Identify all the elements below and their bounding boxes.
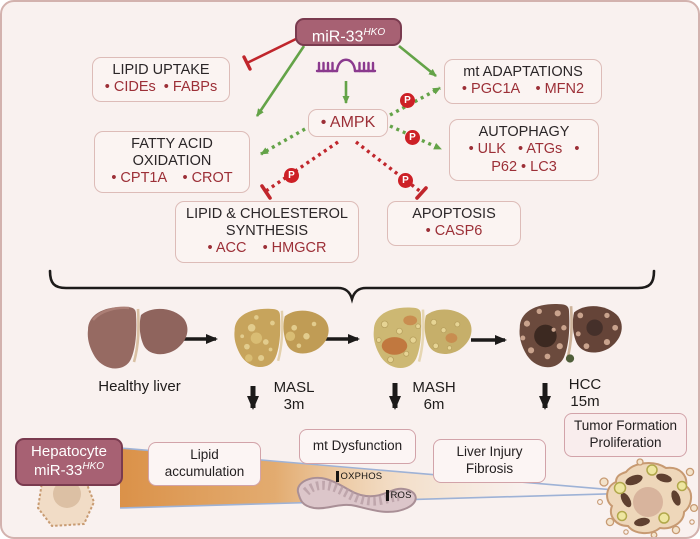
fao-title-line2: OXIDATION bbox=[132, 153, 212, 170]
apoptosis-genes: • CASP6 bbox=[425, 223, 483, 240]
stage-label-hcc: HCC 15m bbox=[556, 376, 614, 411]
stage-time: 3m bbox=[283, 395, 305, 413]
stage-label-mash: MASH 6m bbox=[406, 379, 462, 414]
masl-liver-icon bbox=[228, 303, 332, 379]
stage-name: MASL bbox=[273, 379, 315, 396]
autophagy-genes-line2: P62 • LC3 bbox=[491, 158, 557, 175]
stage-name: HCC bbox=[568, 376, 602, 393]
lipid-cholesterol-synthesis-box: LIPID & CHOLESTEROL SYNTHESIS • ACC • HM… bbox=[175, 201, 359, 263]
phospho-badge: P bbox=[400, 93, 415, 108]
stage-name: MASH bbox=[412, 379, 456, 396]
healthy-liver-icon bbox=[80, 302, 192, 380]
ampk-box: • AMPK bbox=[308, 109, 388, 137]
mt-adaptations-genes: • PGC1A • MFN2 bbox=[461, 81, 585, 98]
stage-time: 6m bbox=[423, 395, 445, 413]
stage-label-healthy: Healthy liver bbox=[82, 378, 197, 396]
phospho-badge: P bbox=[405, 130, 420, 145]
liver-injury-fibrosis-box: Liver Injury Fibrosis bbox=[433, 439, 546, 483]
tumor-formation-box: Tumor Formation Proliferation bbox=[564, 413, 687, 457]
lipid-uptake-genes: • CIDEs • FABPs bbox=[104, 79, 218, 96]
hcc-liver-icon bbox=[512, 299, 626, 379]
fao-genes: • CPT1A • CROT bbox=[111, 170, 233, 187]
apoptosis-box: APOPTOSIS • CASP6 bbox=[387, 201, 521, 246]
hepatocyte-mir33-box: Hepatocyte miR-33HKO bbox=[15, 438, 123, 486]
phospho-badge: P bbox=[284, 168, 299, 183]
hepatocyte-mir33-label: miR-33 bbox=[33, 462, 83, 479]
lcs-genes: • ACC • HMGCR bbox=[207, 240, 327, 257]
lipid-uptake-box: LIPID UPTAKE • CIDEs • FABPs bbox=[92, 57, 230, 102]
lcs-title-line2: SYNTHESIS bbox=[225, 223, 309, 240]
tumor-cells-icon bbox=[596, 458, 698, 537]
fao-title-line1: FATTY ACID bbox=[131, 136, 213, 152]
lipid-accumulation-box: Lipid accumulation bbox=[148, 442, 261, 486]
hepatocyte-mir33-superscript: HKO bbox=[82, 461, 104, 472]
mirna-hairpin-icon bbox=[314, 49, 378, 81]
down-bar-icon bbox=[336, 471, 339, 482]
mt-dysfunction-box: mt Dysfunction bbox=[299, 429, 416, 464]
ros-label: ROS bbox=[386, 490, 412, 501]
autophagy-box: AUTOPHAGY • ULK • ATGs • P62 • LC3 bbox=[449, 119, 599, 182]
stage-label-masl: MASL 3m bbox=[264, 379, 324, 414]
oxphos-label: OXPHOS bbox=[336, 471, 382, 482]
mt-adaptations-box: mt ADAPTATIONS • PGC1A • MFN2 bbox=[444, 59, 602, 104]
apoptosis-title: APOPTOSIS bbox=[412, 206, 496, 222]
mir33-label: miR-33 bbox=[311, 28, 364, 46]
up-bar-icon bbox=[386, 490, 389, 501]
mash-liver-icon bbox=[367, 302, 475, 380]
mir33-hko-title-box: miR-33HKO bbox=[295, 18, 402, 46]
stage-name: Healthy liver bbox=[98, 378, 181, 395]
fatty-acid-oxidation-box: FATTY ACID OXIDATION • CPT1A • CROT bbox=[94, 131, 250, 193]
lcs-title-line1: LIPID & CHOLESTEROL bbox=[186, 206, 348, 222]
hepatocyte-label-line1: Hepatocyte bbox=[31, 443, 107, 460]
stage-time: 15m bbox=[570, 392, 600, 410]
lipid-uptake-title: LIPID UPTAKE bbox=[112, 62, 210, 78]
phospho-badge: P bbox=[398, 173, 413, 188]
curly-brace bbox=[48, 269, 656, 304]
mir33-superscript: HKO bbox=[363, 27, 386, 38]
autophagy-title: AUTOPHAGY bbox=[478, 124, 570, 140]
ampk-label: • AMPK bbox=[320, 114, 376, 132]
autophagy-genes-line1: • ULK • ATGs • bbox=[468, 141, 580, 158]
mt-adaptations-title: mt ADAPTATIONS bbox=[463, 64, 583, 80]
